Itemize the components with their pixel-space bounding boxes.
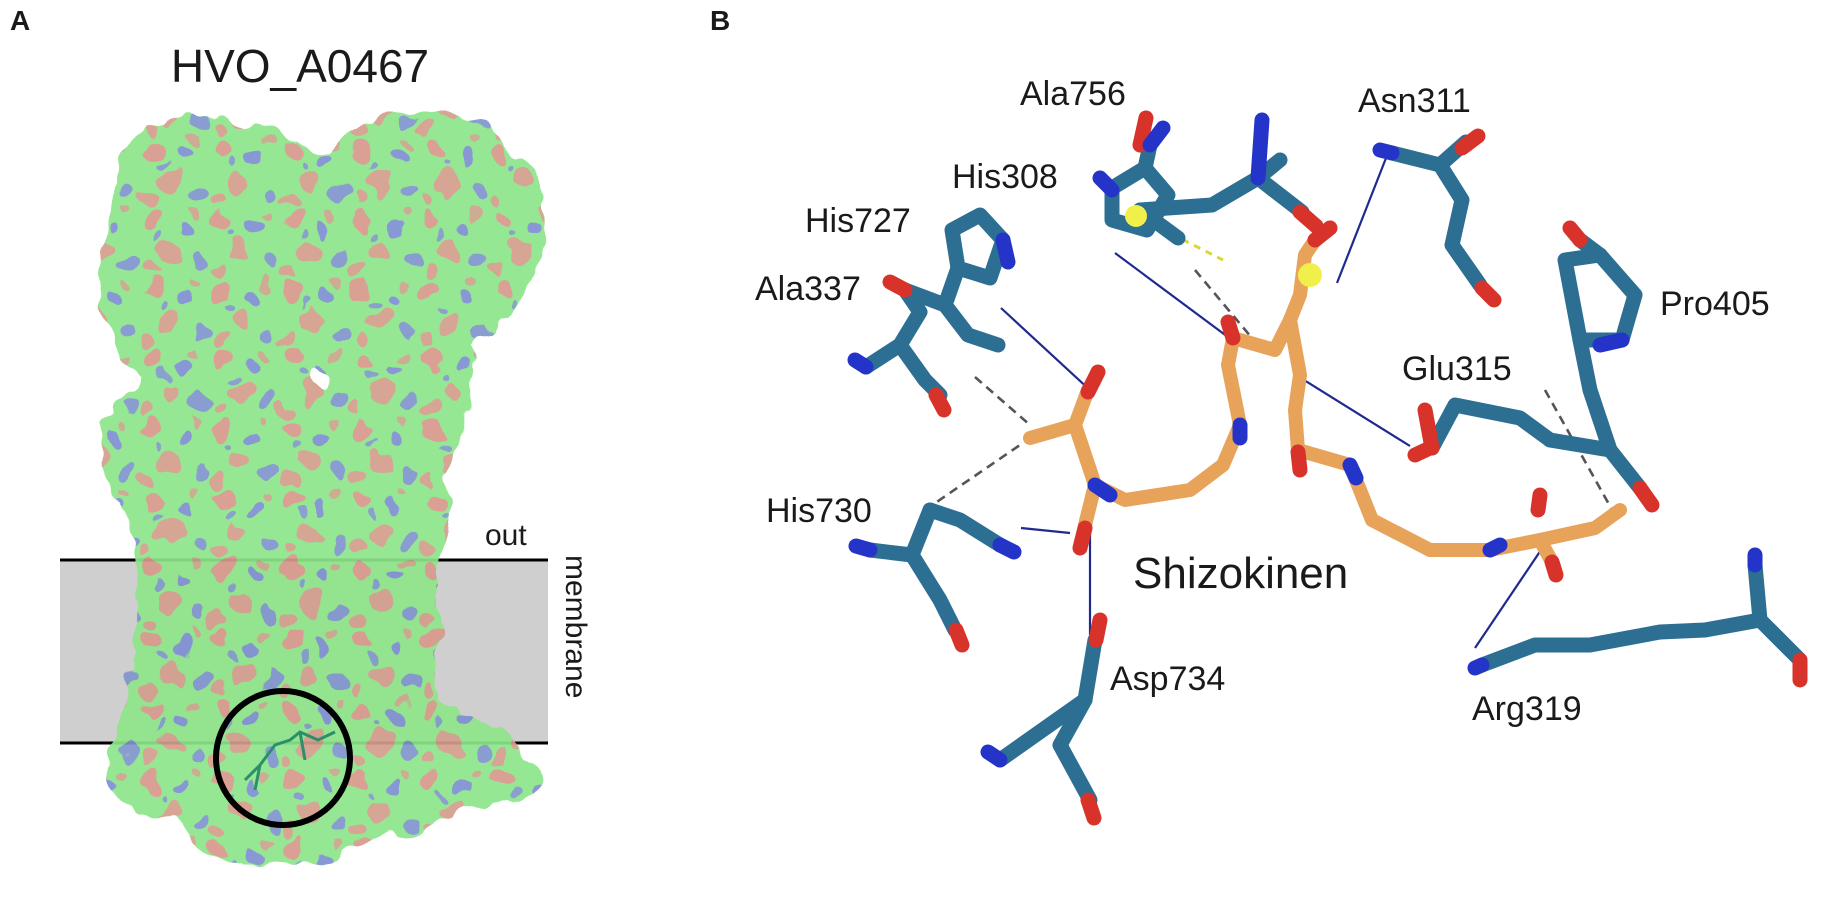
residue-label-his730: His730 xyxy=(766,492,872,530)
membrane-label: membrane xyxy=(559,555,592,698)
residue-label-his308: His308 xyxy=(952,158,1058,196)
residue-label-asn311: Asn311 xyxy=(1358,82,1471,120)
residue-label-pro405: Pro405 xyxy=(1660,285,1770,323)
ligand-label: Shizokinen xyxy=(1133,549,1348,598)
panel-b: B xyxy=(710,5,1808,826)
protein-title: HVO_A0467 xyxy=(171,40,429,92)
residue-label-glu315: Glu315 xyxy=(1402,350,1512,388)
residue-label-ala756: Ala756 xyxy=(1020,75,1126,113)
residue-label-ala337: Ala337 xyxy=(755,270,861,308)
iron-sphere-right xyxy=(1298,263,1322,287)
binding-site-highlight xyxy=(213,688,353,828)
panel-a: A HVO_A0467 out membrane xyxy=(10,5,592,867)
out-label: out xyxy=(485,519,527,552)
residue-labels: Ala756 Asn311 His308 His727 Ala337 Pro40… xyxy=(755,75,1770,728)
atom-tips xyxy=(847,110,1808,826)
residue-label-arg319: Arg319 xyxy=(1472,690,1582,728)
hbond-lines xyxy=(1000,152,1544,649)
residue-label-his727: His727 xyxy=(805,202,911,240)
panel-b-letter: B xyxy=(710,5,730,36)
panel-a-letter: A xyxy=(10,5,30,36)
residue-label-asp734: Asp734 xyxy=(1110,660,1225,698)
protein-surface xyxy=(99,110,546,867)
contact-dashes xyxy=(924,269,1617,516)
iron-sphere-left xyxy=(1125,205,1147,227)
